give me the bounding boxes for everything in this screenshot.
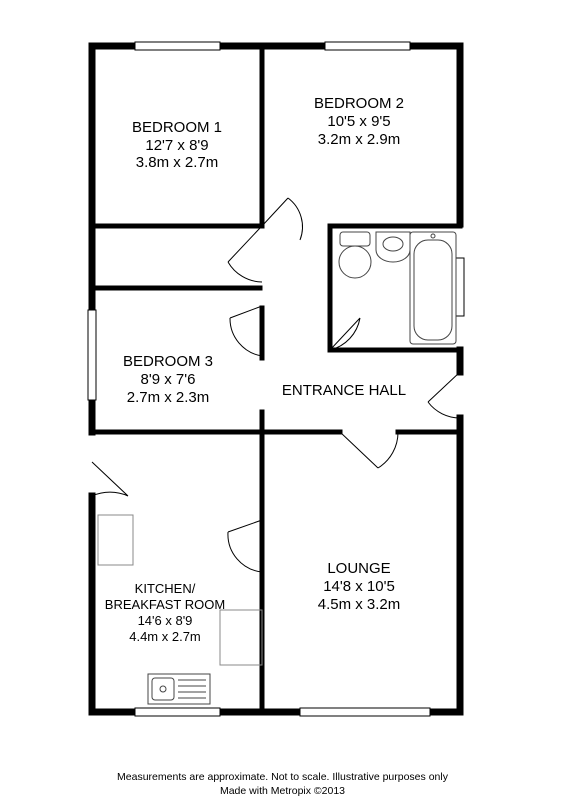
lounge-metric: 4.5m x 3.2m [318, 596, 401, 613]
window-lounge [299, 707, 431, 717]
door-kitchen-side [91, 461, 129, 497]
toilet-icon [338, 231, 372, 279]
kitchen-fixtures [97, 514, 263, 705]
window-bedroom1 [134, 41, 221, 51]
door-kitchen-hall [227, 519, 263, 573]
windows [87, 41, 465, 717]
kitchen-table [219, 609, 263, 666]
door-bedroom1 [227, 227, 263, 283]
bedroom3-metric: 2.7m x 2.3m [127, 389, 210, 406]
bedroom2-name: BEDROOM 2 [314, 95, 404, 112]
bedroom1-name: BEDROOM 1 [132, 119, 222, 136]
door-bedroom2 [261, 197, 303, 241]
window-bedroom2 [324, 41, 411, 51]
bedroom3-imperial: 8'9 x 7'6 [141, 371, 196, 388]
bedroom1-metric: 3.8m x 2.7m [136, 154, 219, 171]
window-bathroom [455, 257, 465, 317]
sink-icon [147, 673, 211, 705]
bedroom3-name: BEDROOM 3 [123, 353, 213, 370]
window-kitchen [134, 707, 221, 717]
room-labels: BEDROOM 1 12'7 x 8'9 3.8m x 2.7m BEDROOM… [105, 95, 406, 644]
door-bathroom [329, 317, 361, 351]
door-bedroom3 [229, 305, 263, 357]
lounge-imperial: 14'8 x 10'5 [323, 578, 395, 595]
credit-text: Made with Metropix ©2013 [219, 785, 346, 797]
kitchen-imperial: 14'6 x 8'9 [138, 613, 193, 628]
hall-name: ENTRANCE HALL [282, 382, 406, 399]
kitchen-metric: 4.4m x 2.7m [129, 629, 201, 644]
lounge-name: LOUNGE [327, 560, 390, 577]
bedroom2-metric: 3.2m x 2.9m [318, 131, 401, 148]
disclaimer-text: Measurements are approximate. Not to sca… [117, 771, 448, 783]
basin-icon [375, 231, 411, 263]
bath-icon [409, 231, 457, 345]
kitchen-cabinet [97, 514, 134, 566]
door-front [427, 371, 461, 419]
bedroom1-imperial: 12'7 x 8'9 [145, 137, 208, 154]
window-bedroom3 [87, 309, 97, 401]
doors [91, 197, 461, 573]
bathroom-fixtures [338, 231, 457, 345]
kitchen-name-line2: BREAKFAST ROOM [105, 597, 225, 612]
bedroom2-imperial: 10'5 x 9'5 [327, 113, 390, 130]
kitchen-name-line1: KITCHEN/ [135, 581, 196, 596]
door-lounge [339, 431, 399, 469]
